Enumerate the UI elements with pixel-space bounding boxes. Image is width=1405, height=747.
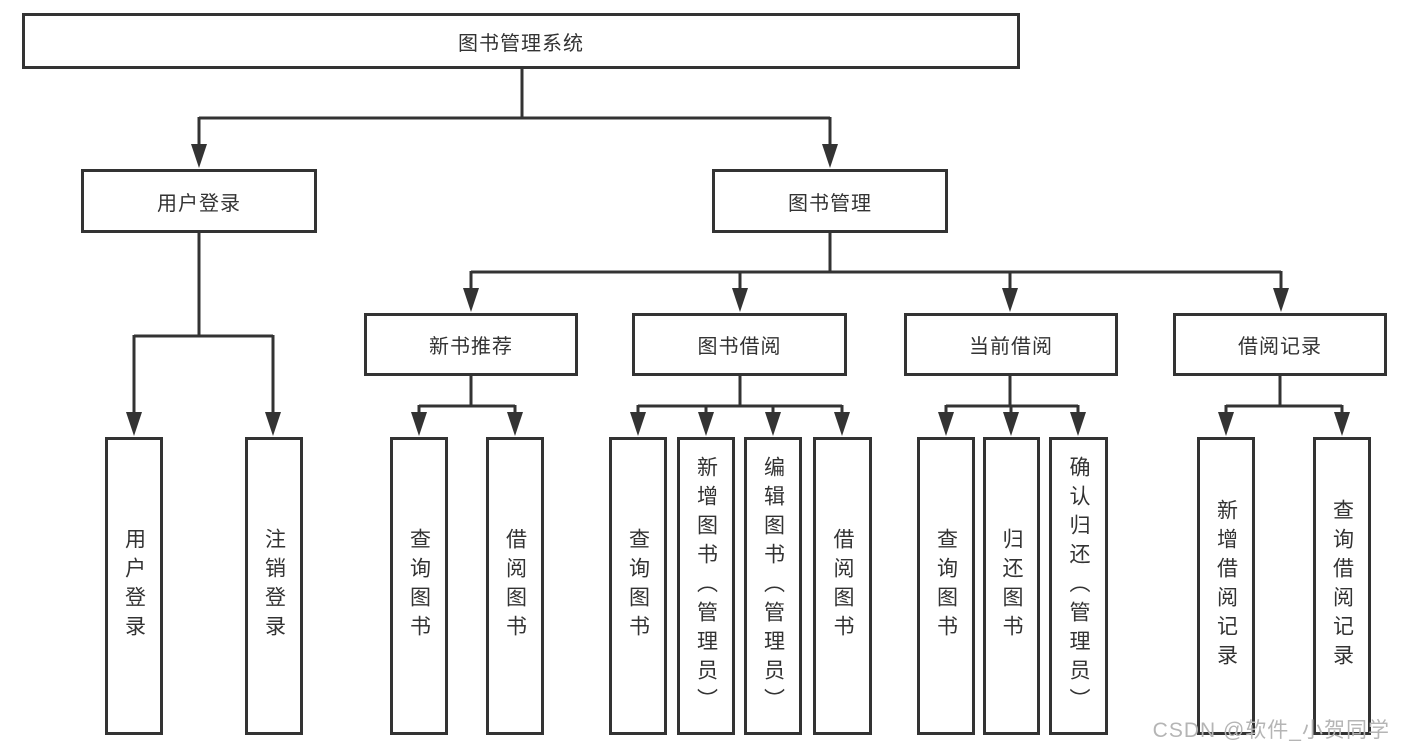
leaf-query-books-3-label: 查询图书 [934, 528, 958, 644]
leaf-borrow-books-1: 借阅图书 [486, 437, 544, 735]
leaf-query-books-1: 查询图书 [390, 437, 448, 735]
leaf-confirm-return-admin-label: 确认归还（管理员） [1067, 455, 1090, 717]
leaf-edit-books-admin: 编辑图书（管理员） [744, 437, 802, 735]
node-user-login: 用户登录 [81, 169, 317, 233]
connector-bookmgmt-to-level3 [469, 233, 1283, 292]
leaf-return-books-label: 归还图书 [1000, 528, 1023, 644]
node-current-borrow-label: 当前借阅 [969, 336, 1053, 358]
leaf-query-books-1-label: 查询图书 [407, 528, 431, 644]
connector-newbook-to-leaves [417, 376, 517, 416]
leaf-return-books: 归还图书 [983, 437, 1040, 735]
connector-bookborrow-to-leaves [636, 376, 844, 416]
leaf-user-login-label: 用户登录 [122, 528, 146, 644]
arrowheads [126, 144, 1350, 436]
node-library-system-label: 图书管理系统 [458, 32, 584, 55]
leaf-logout-label: 注销登录 [262, 528, 286, 644]
leaf-query-books-2-label: 查询图书 [626, 528, 650, 644]
connector-currentborrow-to-leaves [944, 376, 1080, 416]
leaf-query-borrow-record: 查询借阅记录 [1313, 437, 1371, 735]
leaf-add-borrow-record: 新增借阅记录 [1197, 437, 1255, 735]
node-borrow-records-label: 借阅记录 [1238, 336, 1322, 358]
leaf-add-books-admin-label: 新增图书（管理员） [694, 455, 718, 717]
leaf-confirm-return-admin: 确认归还（管理员） [1049, 437, 1108, 735]
leaf-borrow-books-2: 借阅图书 [813, 437, 872, 735]
connector-records-to-leaves [1224, 376, 1344, 416]
leaf-edit-books-admin-label: 编辑图书（管理员） [761, 455, 785, 717]
node-library-system: 图书管理系统 [22, 13, 1020, 69]
node-user-login-label: 用户登录 [157, 192, 241, 215]
leaf-borrow-books-2-label: 借阅图书 [831, 528, 854, 644]
connector-root-to-level2 [197, 69, 832, 148]
leaf-borrow-books-1-label: 借阅图书 [503, 528, 527, 644]
node-book-management-label: 图书管理 [788, 192, 872, 215]
node-current-borrow: 当前借阅 [904, 313, 1118, 376]
leaf-query-books-3: 查询图书 [917, 437, 975, 735]
leaf-user-login: 用户登录 [105, 437, 163, 735]
leaf-query-borrow-record-label: 查询借阅记录 [1330, 499, 1354, 673]
csdn-watermark: CSDN @软件_小贺同学 [1152, 719, 1390, 742]
node-book-management: 图书管理 [712, 169, 948, 233]
leaf-add-borrow-record-label: 新增借阅记录 [1214, 499, 1238, 673]
leaf-add-books-admin: 新增图书（管理员） [677, 437, 735, 735]
node-book-borrow-label: 图书借阅 [697, 336, 782, 358]
node-new-book-recommend: 新书推荐 [364, 313, 578, 376]
connector-userlogin-to-leaves [132, 233, 275, 416]
leaf-logout: 注销登录 [245, 437, 303, 735]
node-book-borrow: 图书借阅 [632, 313, 847, 376]
leaf-query-books-2: 查询图书 [609, 437, 667, 735]
node-borrow-records: 借阅记录 [1173, 313, 1387, 376]
node-new-book-recommend-label: 新书推荐 [429, 336, 513, 358]
